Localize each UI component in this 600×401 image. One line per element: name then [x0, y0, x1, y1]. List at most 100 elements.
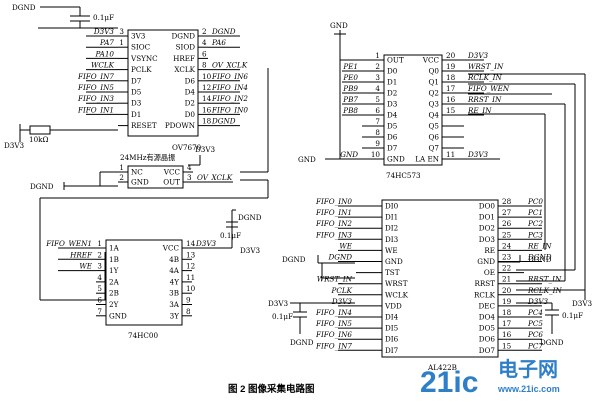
al422b-net-pclk: PCLK: [331, 286, 353, 295]
d3v3-label-osc: D3V3: [195, 145, 216, 154]
hc573-name: 74HC573: [386, 171, 421, 180]
watermark-brand: 21ic: [420, 366, 478, 399]
ov7670-net-pa7: PA7: [99, 38, 114, 47]
hc573-pinnum-8: 8: [375, 128, 380, 137]
hc00-pin-3b: 3B: [169, 289, 179, 298]
al422b-net-fifo-in6: FIFO_IN6: [315, 330, 352, 339]
hc00-pinnum-4: 4: [97, 273, 102, 282]
hc573-pin-d7: D7: [387, 144, 398, 153]
hc573-pinnum-3: 3: [375, 73, 380, 82]
ov7670-net-pa10: PA10: [94, 49, 114, 58]
hc573-pinnum-1: 1: [375, 51, 380, 60]
al422b-pin-tst: TST: [385, 268, 400, 277]
al422b-net-re-in: RE_IN: [527, 241, 552, 250]
al422b-net-pc1: PC1: [527, 208, 543, 217]
d3v3-label-res: D3V3: [4, 141, 25, 150]
al422b-net-pc4: PC4: [527, 308, 543, 317]
ov7670-pinnum-4: 4: [202, 38, 207, 47]
al422b-pinnum-27: 27: [502, 208, 512, 217]
ov7670-pin-d5: D5: [131, 88, 142, 97]
ov7670-pin-sioc: SIOC: [131, 43, 151, 52]
ov7670-pins: 3V33D3V3SIOC1PA7VSYNCPA10PCLKWCLKD7FIFO_…: [77, 27, 248, 130]
ov7670-pin-3v3: 3V3: [131, 32, 146, 41]
hc00-pinnum-5: 5: [97, 284, 102, 293]
ov7670-net-fifo-in4: FIFO_IN4: [211, 83, 248, 92]
ov7670-net-ov-xclk: OV_XCLK: [212, 61, 248, 70]
chip-bodies: [105, 29, 499, 358]
al422b-net-we: WE: [339, 241, 352, 250]
al422b-pin-do3: DO3: [479, 235, 496, 244]
al422b-pin-di4: DI4: [385, 313, 399, 322]
hc00-body: [105, 239, 183, 326]
hc00-pinnum-8: 8: [186, 307, 191, 316]
al422b-net-pc0: PC0: [527, 197, 543, 206]
ov7670-pin-siod: SIOD: [176, 43, 196, 52]
hc573-pinnum-20: 20: [446, 51, 456, 60]
al422b-pin-do0: DO0: [479, 202, 496, 211]
hc00-pin-4b: 4B: [169, 255, 179, 264]
al422b-net-dgnd: DGND: [527, 253, 552, 262]
hc573-pin-d3: D3: [387, 100, 398, 109]
ov7670-pin-d3: D3: [131, 99, 142, 108]
osc-pin-vcc: VCC: [163, 168, 181, 177]
al422b-net-fifo-in2: FIFO_IN2: [315, 219, 352, 228]
ov7670-pin-d4: D4: [185, 88, 196, 97]
ov7670-pinnum-16: 16: [202, 105, 212, 114]
hc573-pin-q7: Q7: [429, 144, 440, 153]
watermark-cn: 电子网: [498, 358, 558, 381]
al422b-body: [381, 199, 499, 358]
hc573-net-pb7: PB7: [342, 95, 358, 104]
ov7670-pinnum-10: 10: [202, 72, 212, 81]
hc00-pin-4y: 4Y: [170, 277, 180, 286]
hc00-net-we: WE: [79, 262, 92, 271]
al422b-pin-di0: DI0: [385, 202, 399, 211]
hc573-pinnum-2: 2: [375, 62, 380, 71]
al422b-net-fifo-in5: FIFO_IN5: [315, 319, 352, 328]
al422b-net-fifo-in0: FIFO_IN0: [315, 197, 352, 206]
hc00-pin-4a: 4A: [169, 266, 180, 275]
al422b-pin-di5: DI5: [385, 324, 399, 333]
osc-pinnum-4: 4: [187, 163, 192, 172]
al422b-pin-di1: DI1: [385, 213, 398, 222]
hc573-pinnum-7: 7: [375, 117, 380, 126]
hc00-pin-vcc: VCC: [162, 244, 180, 253]
ov7670-name: OV7670: [172, 143, 202, 152]
hc573-pinnum-10: 10: [371, 150, 381, 159]
al422b-pin-wrst: WRST: [385, 279, 408, 288]
al422b-pin-di7: DI7: [385, 346, 399, 355]
osc-pinnum-2: 2: [119, 173, 124, 182]
hc00-net-fifo-wen1: FIFO_WEN1: [45, 239, 92, 248]
ov7670-pin-d0: D0: [185, 110, 196, 119]
ov7670-body: [127, 29, 199, 137]
al422b-pin-gnd: GND: [385, 257, 403, 266]
dgnd-label-al-rightbot: DGND: [540, 338, 564, 347]
ov7670-pin-d2: D2: [185, 99, 195, 108]
hc573-pin-q2: Q2: [429, 89, 439, 98]
ov7670-pinnum-1: 1: [119, 38, 124, 47]
al422b-pinnum-28: 28: [502, 197, 512, 206]
al422b-pinnum-24: 24: [502, 241, 512, 250]
dgnd-label-osc: DGND: [30, 182, 54, 191]
hc00-pinnum-2: 2: [97, 250, 102, 259]
al422b-pinnum-26: 26: [502, 219, 512, 228]
al422b-net-rclk-in: RCLK_IN: [527, 286, 562, 295]
al422b-net-pc2: PC2: [527, 219, 543, 228]
hc573-pin-q1: Q1: [429, 78, 439, 87]
hc00-pinnum-12: 12: [186, 262, 195, 271]
d3v3-label-al-right: D3V3: [572, 299, 593, 308]
al422b-pinnum-23: 23: [502, 253, 512, 262]
hc573-pin-gnd: GND: [387, 155, 405, 164]
hc00-pin-2a: 2A: [109, 277, 120, 286]
dgnd-label-hc00: DGND: [238, 213, 262, 222]
gnd-label-573top: GND: [330, 21, 348, 30]
hc573-pin-d2: D2: [387, 89, 397, 98]
hc573-pin-out: OUT: [387, 56, 404, 65]
ov7670-net-pa6: PA6: [211, 38, 226, 47]
ov7670-pinnum-3: 3: [119, 27, 124, 36]
al422b-pinnum-21: 21: [502, 275, 511, 284]
osc-pinnum-3: 3: [187, 173, 192, 182]
ov7670-net-wclk: WCLK: [91, 61, 115, 70]
al422b-net-d3v3: D3V3: [331, 297, 353, 306]
hc573-net-pe1: PE1: [342, 62, 358, 71]
hc573-pin-d1: D1: [387, 78, 397, 87]
